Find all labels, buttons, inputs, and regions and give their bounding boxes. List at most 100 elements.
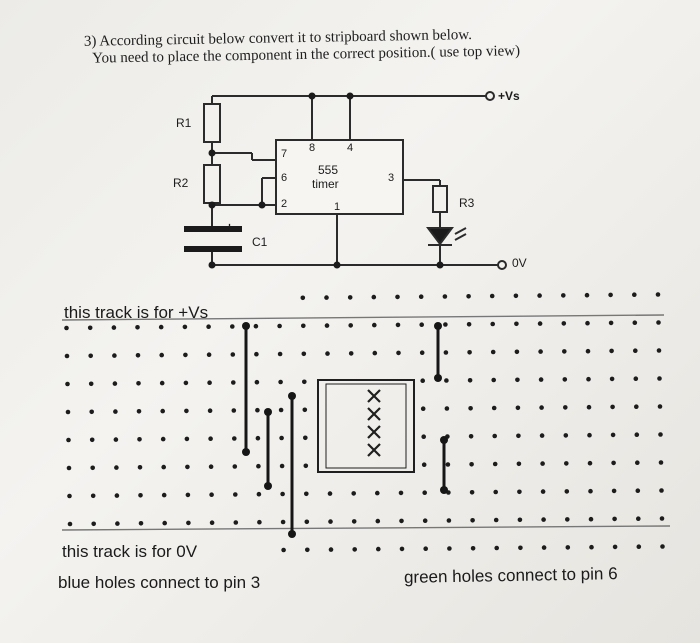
strip-hole xyxy=(183,380,189,386)
strip-hole xyxy=(113,437,119,442)
strip-hole xyxy=(65,381,70,387)
strip-hole xyxy=(135,325,140,330)
strip-hole xyxy=(351,491,357,496)
strip-hole xyxy=(67,493,72,499)
strip-hole xyxy=(66,437,71,443)
strip-hole xyxy=(420,406,426,412)
strip-hole xyxy=(468,406,473,411)
c1-plus-label: + xyxy=(226,220,234,234)
strip-hole xyxy=(655,292,661,297)
strip-hole xyxy=(324,323,330,328)
strip-hole xyxy=(256,463,261,469)
strip-hole xyxy=(230,352,236,357)
strip-hole xyxy=(208,436,213,442)
strip-hole xyxy=(300,295,306,301)
strip-hole xyxy=(609,348,614,354)
strip-hole xyxy=(563,433,569,438)
strip-hole xyxy=(513,293,519,299)
strip-hole xyxy=(491,377,497,383)
strip-hole xyxy=(418,294,424,300)
strip-hole xyxy=(469,490,475,495)
strip-hole xyxy=(280,491,285,497)
strip-hole xyxy=(304,519,310,525)
strip-hole xyxy=(419,322,425,328)
strip-hole xyxy=(89,409,94,415)
strip-hole xyxy=(280,519,286,525)
strip-hole xyxy=(160,436,166,442)
strip-hole xyxy=(376,546,381,552)
strip-hole xyxy=(565,545,571,550)
strip-hole xyxy=(185,464,190,470)
strip-hole xyxy=(303,463,309,469)
strip-hole xyxy=(348,323,354,328)
zero-v-rail-label: 0V xyxy=(512,256,527,270)
strip-hole xyxy=(278,407,284,413)
ic-pin-8-label: 8 xyxy=(309,142,316,154)
strip-hole xyxy=(611,488,617,494)
strip-hole xyxy=(396,350,401,356)
strip-hole xyxy=(490,321,496,327)
strip-hole xyxy=(301,351,307,357)
r3-label: R3 xyxy=(459,196,475,210)
strip-hole xyxy=(540,489,546,494)
led-symbol xyxy=(426,227,467,246)
strip-hole xyxy=(375,490,380,496)
strip-hole xyxy=(209,520,215,525)
strip-hole xyxy=(395,322,401,328)
strip-hole xyxy=(515,377,520,383)
strip-hole xyxy=(634,404,639,410)
strip-hole xyxy=(186,520,191,526)
strip-hole xyxy=(632,292,637,298)
c1-capacitor-top-plate xyxy=(184,226,242,232)
strip-hole xyxy=(611,460,616,466)
strip-hole xyxy=(136,381,141,386)
strip-hole xyxy=(537,293,542,298)
strip-hole xyxy=(328,547,334,552)
strip-hole xyxy=(492,433,498,439)
strip-hole xyxy=(88,381,94,387)
strip-hole xyxy=(585,348,591,354)
strip-hole xyxy=(136,409,142,414)
strip-hole xyxy=(328,519,333,524)
strip-hole xyxy=(137,437,142,442)
strip-hole xyxy=(66,465,72,471)
strip-hole xyxy=(184,408,189,414)
strip-hole xyxy=(398,490,404,496)
strip-hole xyxy=(325,351,330,356)
strip-hole xyxy=(279,463,285,469)
strip-hole xyxy=(608,320,614,326)
r1-resistor-symbol xyxy=(203,103,221,143)
strip-hole xyxy=(444,406,450,411)
strip-hole xyxy=(305,547,310,553)
strip-hole xyxy=(489,293,495,299)
ic-footprint xyxy=(317,379,415,473)
strip-hole xyxy=(302,407,308,413)
strip-hole xyxy=(565,517,570,522)
stripboard xyxy=(61,292,671,553)
strip-hole xyxy=(399,518,404,524)
strip-hole xyxy=(208,464,214,470)
strip-hole xyxy=(658,460,664,465)
strip-hole xyxy=(586,404,592,410)
strip-hole xyxy=(422,518,428,523)
strip-hole xyxy=(518,545,523,551)
strip-hole xyxy=(115,521,120,526)
strip-hole xyxy=(444,378,449,383)
strip-hole xyxy=(277,323,282,329)
strip-hole xyxy=(371,294,377,300)
strip-hole xyxy=(352,547,358,552)
strip-hole xyxy=(324,295,329,300)
strip-hole xyxy=(302,379,307,385)
strip-hole xyxy=(114,493,120,498)
strip-hole xyxy=(158,324,164,330)
strip-hole xyxy=(183,352,188,358)
strip-hole xyxy=(491,405,497,411)
strip-hole xyxy=(253,323,259,329)
strip-hole xyxy=(656,348,662,353)
strip-hole xyxy=(564,461,569,466)
strip-hole xyxy=(537,321,543,326)
strip-hole xyxy=(399,546,405,552)
strip-hole xyxy=(633,376,639,382)
strip-hole xyxy=(539,405,544,410)
